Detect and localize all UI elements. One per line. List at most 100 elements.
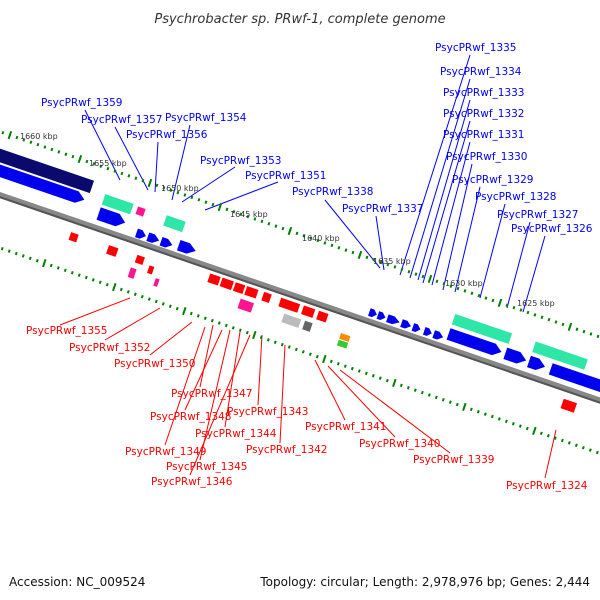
tick-mark	[280, 342, 284, 347]
gene-block	[68, 232, 79, 243]
leader-line	[454, 186, 481, 293]
tick-mark	[372, 257, 376, 262]
kbp-label: 1635 kbp	[373, 257, 411, 266]
kbp-label: 1650 kbp	[161, 184, 199, 193]
leader-line	[59, 297, 131, 326]
gene-block	[339, 333, 351, 342]
tick-mark	[197, 198, 201, 202]
tick-mark	[399, 383, 403, 388]
tick-mark	[357, 250, 363, 260]
leader-line	[479, 203, 506, 299]
tick-mark	[154, 299, 158, 304]
genome-track	[0, 130, 600, 455]
tick-mark	[246, 214, 250, 219]
tick-mark	[253, 217, 257, 221]
gene-block	[135, 206, 146, 217]
tick-mark	[98, 280, 102, 285]
gene-label: PsycPRwf_1342	[246, 444, 328, 456]
kbp-label: 1625 kbp	[517, 299, 555, 308]
tick-mark	[168, 304, 172, 309]
gene-label: PsycPRwf_1344	[195, 428, 277, 440]
gene-block	[101, 194, 134, 215]
tick-mark	[42, 259, 47, 268]
tick-mark	[329, 359, 333, 364]
tick-mark	[539, 431, 543, 436]
tick-mark	[196, 314, 200, 318]
tick-mark	[484, 296, 488, 300]
tick-mark	[141, 178, 145, 183]
tick-mark	[420, 390, 424, 395]
tick-mark	[63, 268, 67, 273]
tick-mark	[511, 421, 515, 426]
tick-mark	[287, 226, 293, 236]
leader-line	[431, 141, 471, 286]
gene-block	[451, 314, 513, 344]
gene-label: PsycPRwf_1337	[342, 203, 424, 215]
leader-line	[327, 365, 396, 438]
tick-mark	[532, 426, 537, 436]
tick-mark	[371, 374, 375, 378]
gene-arrow	[159, 237, 173, 248]
gene-block	[302, 320, 313, 332]
tick-mark	[441, 398, 445, 402]
tick-mark	[497, 298, 503, 307]
tick-mark	[526, 310, 530, 315]
tick-mark	[456, 286, 460, 291]
leader-line	[314, 359, 346, 421]
tick-mark	[315, 354, 319, 359]
tick-mark	[427, 393, 431, 397]
leader-line	[399, 54, 471, 276]
gene-labels: PsycPRwf_1359PsycPRwf_1357PsycPRwf_1356P…	[26, 42, 593, 492]
leader-line	[544, 429, 557, 479]
tick-mark	[351, 250, 355, 255]
tick-mark	[308, 352, 312, 356]
tick-mark	[175, 306, 179, 311]
tick-mark	[567, 322, 573, 331]
tick-mark	[281, 226, 285, 231]
gene-arrow	[0, 157, 85, 203]
leader-line	[154, 141, 159, 193]
tick-mark	[455, 402, 459, 407]
tick-mark	[147, 297, 151, 301]
tick-mark	[183, 193, 187, 197]
tick-mark	[99, 164, 103, 168]
tick-mark	[386, 262, 390, 267]
leader-line	[181, 166, 236, 203]
tick-mark	[435, 279, 439, 284]
tick-mark	[133, 292, 137, 297]
tick-mark	[21, 254, 25, 258]
tick-mark	[106, 166, 110, 171]
gene-block	[336, 339, 349, 349]
tick-mark	[547, 317, 551, 322]
tick-mark	[378, 376, 382, 380]
gene-block	[560, 398, 578, 413]
tick-mark	[70, 270, 74, 275]
tick-mark	[204, 200, 208, 204]
gene-arrow	[503, 347, 527, 364]
gene-label: PsycPRwf_1355	[26, 325, 108, 337]
tick-mark	[77, 154, 83, 164]
leader-line	[184, 329, 223, 411]
tick-mark	[364, 371, 368, 376]
tick-mark	[71, 154, 75, 159]
gene-arrow	[376, 311, 386, 321]
tick-mark	[134, 176, 138, 180]
tick-mark	[497, 417, 501, 421]
tick-mark	[301, 350, 305, 354]
leader-line	[224, 331, 241, 428]
tick-mark	[1, 130, 5, 135]
backbone-shadow	[0, 182, 600, 418]
gene-arrow	[422, 327, 432, 336]
label-leaders	[59, 54, 557, 479]
tick-mark	[119, 287, 123, 292]
tick-mark	[560, 438, 564, 443]
tick-mark	[232, 210, 236, 214]
kbp-label: 1630 kbp	[445, 279, 483, 288]
tick-mark	[64, 152, 68, 157]
tick-mark	[147, 178, 153, 188]
tick-mark	[413, 388, 417, 392]
tick-mark	[533, 313, 537, 317]
gene-arrow	[548, 363, 600, 393]
